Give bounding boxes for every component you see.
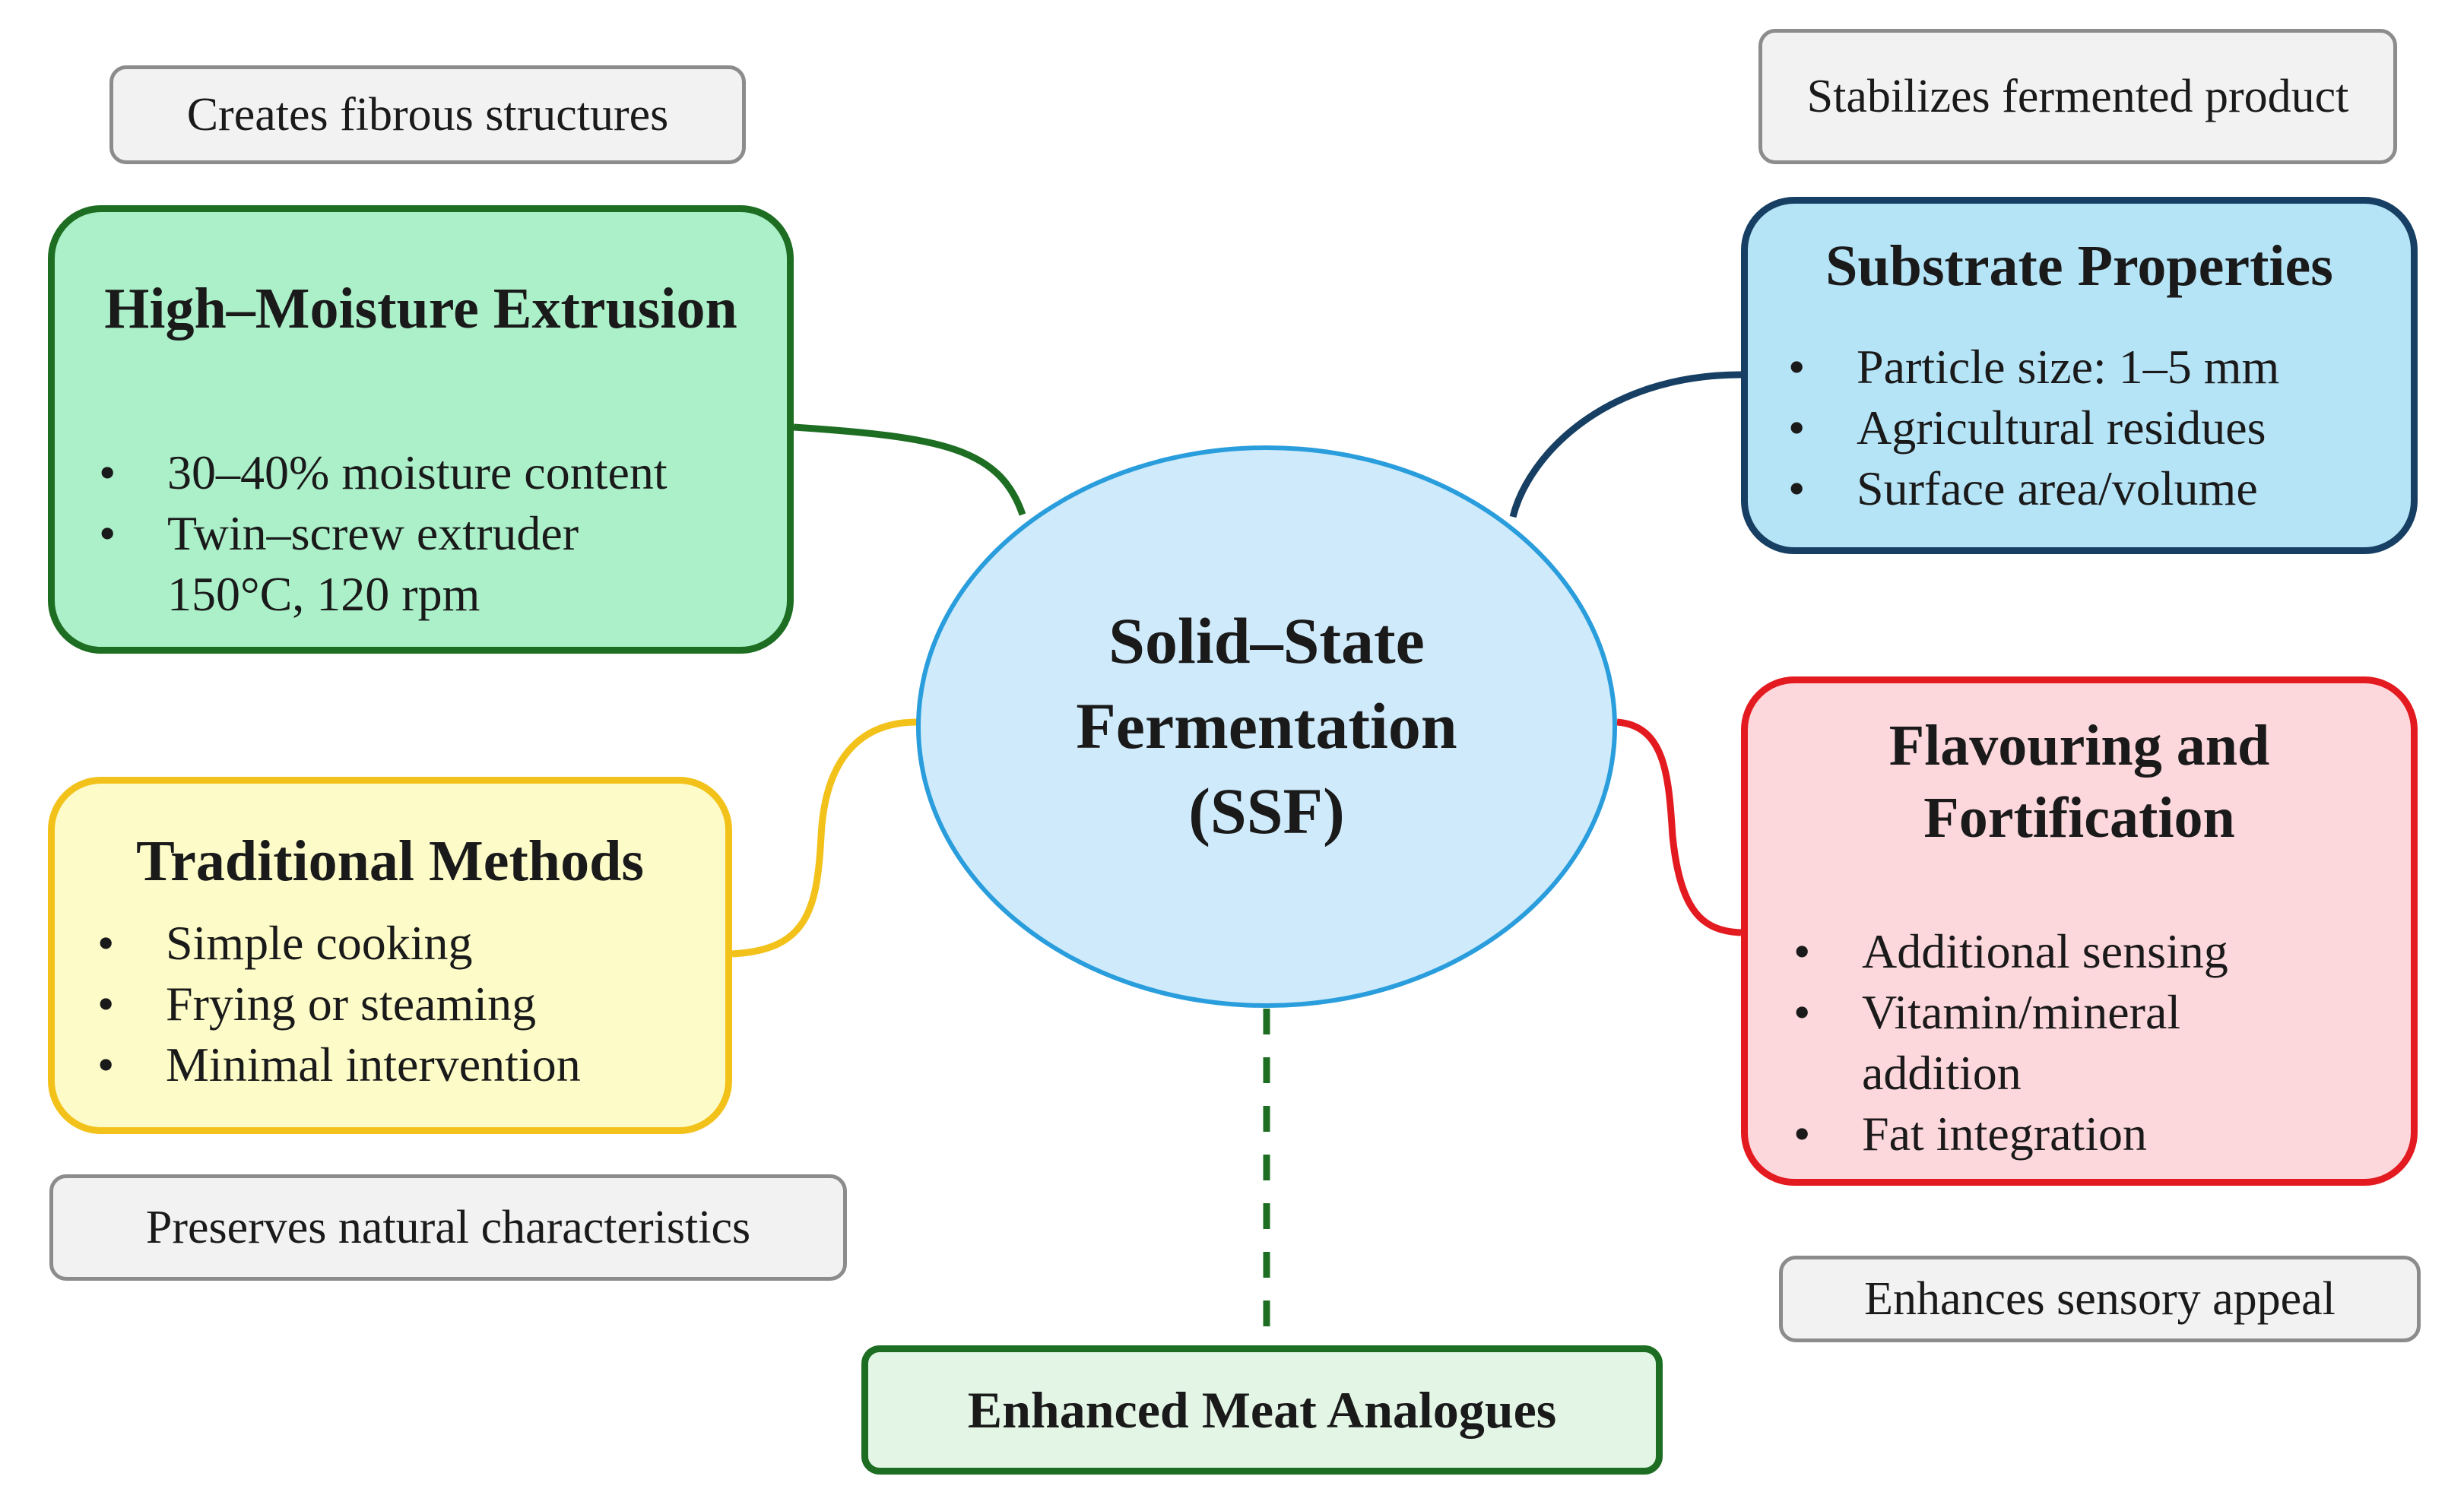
list-item: 30–40% moisture content [99,442,787,503]
note-sensory-appeal: Enhances sensory appeal [1779,1256,2421,1342]
list-item: Particle size: 1–5 mm [1788,337,2411,398]
list-item: Agricultural residues [1788,398,2411,458]
note-sensory-text: Enhances sensory appeal [1864,1272,2336,1325]
list-item: Simple cooking [97,913,725,974]
high-moisture-extrusion-box: High–Moisture Extrusion 30–40% moisture … [48,205,794,654]
list-item: Minimal intervention [97,1034,725,1095]
high-moisture-list: 30–40% moisture content Twin–screw extru… [99,442,787,625]
flavouring-list: Additional sensing Vitamin/mineral addit… [1793,921,2411,1164]
connector-flavouring [1616,718,1742,936]
substrate-properties-box: Substrate Properties Particle size: 1–5 … [1741,197,2418,554]
connector-high-moisture [793,423,1026,516]
center-line-1: Solid–State [1108,604,1425,678]
result-label: Enhanced Meat Analogues [967,1380,1557,1439]
note-stabilizes-product: Stabilizes fermented product [1758,29,2397,164]
traditional-methods-box: Traditional Methods Simple cooking Fryin… [48,777,732,1134]
flavouring-title: Flavouring and Fortification [1888,714,2270,850]
note-fibrous-text: Creates fibrous structures [186,88,669,141]
note-natural-text: Preserves natural characteristics [145,1201,751,1253]
center-line-3: (SSF) [1188,774,1345,847]
center-line-2: Fermentation [1076,689,1457,763]
note-stabilizes-text: Stabilizes fermented product [1806,70,2349,122]
list-item: Additional sensing [1793,921,2411,982]
list-item: Frying or steaming [97,974,725,1034]
note-fibrous-structures: Creates fibrous structures [109,65,746,164]
list-item: Fat integration [1793,1104,2411,1164]
substrate-list: Particle size: 1–5 mm Agricultural resid… [1788,337,2411,519]
high-moisture-title: High–Moisture Extrusion [104,277,737,341]
traditional-list: Simple cooking Frying or steaming Minima… [97,913,725,1095]
ssf-center-node: Solid–State Fermentation (SSF) [916,445,1617,1008]
list-item: Vitamin/mineral addition [1793,982,2288,1104]
list-item: Twin–screw extruder 150°C, 120 rpm [99,503,699,625]
connector-substrate [1509,371,1742,518]
flavouring-fortification-box: Flavouring and Fortification Additional … [1741,676,2418,1186]
substrate-title: Substrate Properties [1825,234,2333,298]
list-item: Surface area/volume [1788,458,2411,519]
connector-traditional [731,718,918,958]
note-natural-characteristics: Preserves natural characteristics [49,1174,847,1281]
enhanced-meat-analogues-box: Enhanced Meat Analogues [861,1345,1663,1475]
traditional-title: Traditional Methods [136,829,644,893]
